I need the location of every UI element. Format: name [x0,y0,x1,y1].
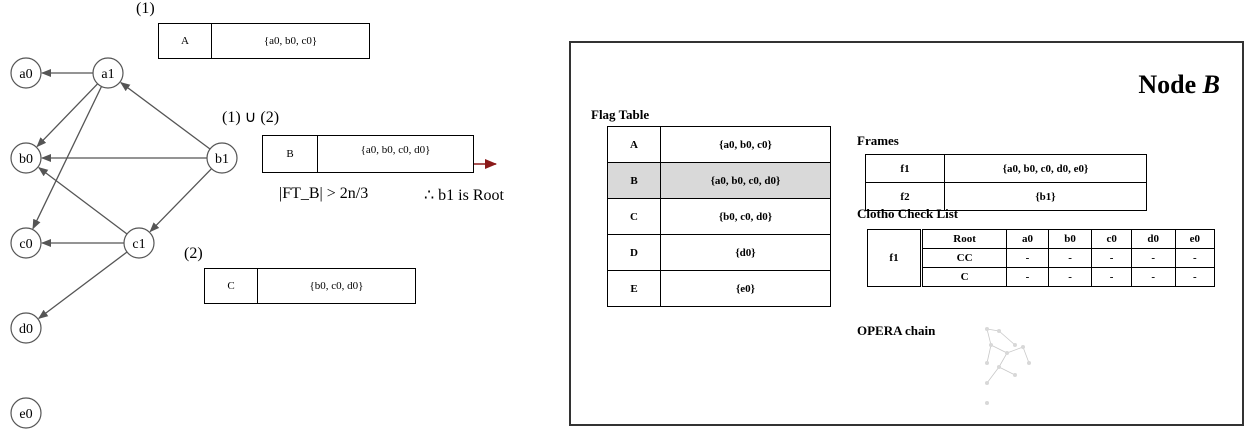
node-title-prefix: Node [1138,70,1203,99]
label-set-2: (2) [184,245,203,262]
opera-chain-heading: OPERA chain [857,323,936,338]
flag-box-2-value: {b0, c0, d0} [309,280,364,292]
node-b0: b0 [10,142,42,174]
flag-table-row: C{b0, c0, d0} [607,198,831,235]
frames-row: f1{a0, b0, c0, d0, e0} [865,154,1147,183]
flag-box-2-key: C [205,269,258,303]
flag-table-value: {d0} [660,234,831,271]
clotho-row: C----- [868,267,1216,287]
node-panel: Node B Flag Table A{a0, b0, c0}B{a0, b0,… [569,41,1244,426]
edge-a1-b0 [36,83,99,148]
clotho-cell: - [1130,267,1176,287]
flag-table-value: {e0} [660,270,831,307]
flag-table-value: {a0, b0, c0, d0} [660,162,831,199]
node-e0-circle [10,397,42,429]
clotho-row: CC----- [868,248,1216,268]
clotho-cell: - [1174,248,1216,268]
flag-table-row: D{d0} [607,234,831,271]
flag-box-union-value: {a0, b0, c0, d0} [360,144,431,156]
flag-box-1-value: {a0, b0, c0} [263,35,318,47]
edge-c1-d0 [37,251,128,319]
clotho-cell: - [1130,248,1176,268]
flag-table-key: C [607,198,661,235]
clotho-cell: - [1047,248,1093,268]
frames-value: {b1} [944,182,1147,211]
node-d0-circle [10,312,42,344]
clotho-row-label: CC [920,248,1008,268]
flag-table-key: B [607,162,661,199]
edge-c1-b0 [37,167,128,235]
clotho-frame-cell: f1 [867,229,923,287]
node-d0: d0 [10,312,42,344]
clotho-heading: Clotho Check List [857,206,959,221]
frames-row: f2{b1} [865,182,1147,211]
flag-table-key: A [607,126,661,163]
node-b0-circle [10,142,42,174]
node-e0: e0 [10,397,42,429]
node-c0-label: c0 [19,237,32,252]
dag-diagram: a0 a1 b0 b1 c0 c1 d0 e0 [10,57,497,429]
edge-b1-c1 [149,168,212,233]
clotho-column-header: b0 [1047,229,1093,249]
node-b1-circle [206,142,238,174]
clotho-cell: - [1091,248,1132,268]
flag-box-1-key: A [159,24,212,58]
node-title: Node B [1138,70,1220,100]
node-d0-label: d0 [19,322,33,337]
node-e0-label: e0 [19,407,32,422]
flag-table-value: {b0, c0, d0} [660,198,831,235]
node-a0: a0 [10,57,42,89]
label-union: (1) ∪ (2) [222,109,280,126]
node-c1: c1 [123,227,155,259]
clotho-column-header: e0 [1174,229,1216,249]
flag-table-key: E [607,270,661,307]
flag-box-2: C {b0, c0, d0} [204,268,416,304]
frames-heading: Frames [857,133,899,148]
node-b1-label: b1 [215,152,229,167]
clotho-cell: - [1006,267,1049,287]
node-b0-label: b0 [19,152,33,167]
clotho-cell: - [1174,267,1216,287]
clotho-row-label: C [920,267,1008,287]
conclusion-text: ∴ b1 is Root [424,187,504,204]
flag-table-value: {a0, b0, c0} [660,126,831,163]
flag-table-row: B{a0, b0, c0, d0} [607,162,831,199]
node-c1-circle [123,227,155,259]
flag-box-union-key: B [263,136,318,172]
clotho-cell: - [1091,267,1132,287]
clotho-column-header: c0 [1091,229,1132,249]
flag-table-key: D [607,234,661,271]
node-c0: c0 [10,227,42,259]
node-title-name: B [1202,70,1220,99]
condition-text: |FT_B| > 2n/3 [279,185,369,202]
clotho-cell: - [1047,267,1093,287]
flag-box-union: B {a0, b0, c0, d0} [262,135,474,173]
clotho-column-header: a0 [1006,229,1049,249]
flag-table: A{a0, b0, c0}B{a0, b0, c0, d0}C{b0, c0, … [607,126,831,307]
clotho-column-header: Root [920,229,1008,249]
opera-chain-thumbnail [985,327,1031,405]
node-a1-circle [92,57,124,89]
frames-table: f1{a0, b0, c0, d0, e0}f2{b1} [865,154,1147,211]
node-b1: b1 [206,142,238,174]
node-a1-label: a1 [101,67,114,82]
node-a1: a1 [92,57,124,89]
edge-b1-a1 [120,81,211,150]
clotho-cell: - [1006,248,1049,268]
node-c1-label: c1 [132,237,145,252]
node-c0-circle [10,227,42,259]
label-set-1: (1) [136,0,155,17]
frames-key: f2 [865,182,945,211]
flag-box-1: A {a0, b0, c0} [158,23,370,59]
clotho-column-header: d0 [1130,229,1176,249]
flag-table-row: A{a0, b0, c0} [607,126,831,163]
node-a0-circle [10,57,42,89]
flag-table-heading: Flag Table [591,107,650,122]
frames-key: f1 [865,154,945,183]
node-a0-label: a0 [19,67,32,82]
frames-value: {a0, b0, c0, d0, e0} [944,154,1147,183]
flag-table-row: E{e0} [607,270,831,307]
